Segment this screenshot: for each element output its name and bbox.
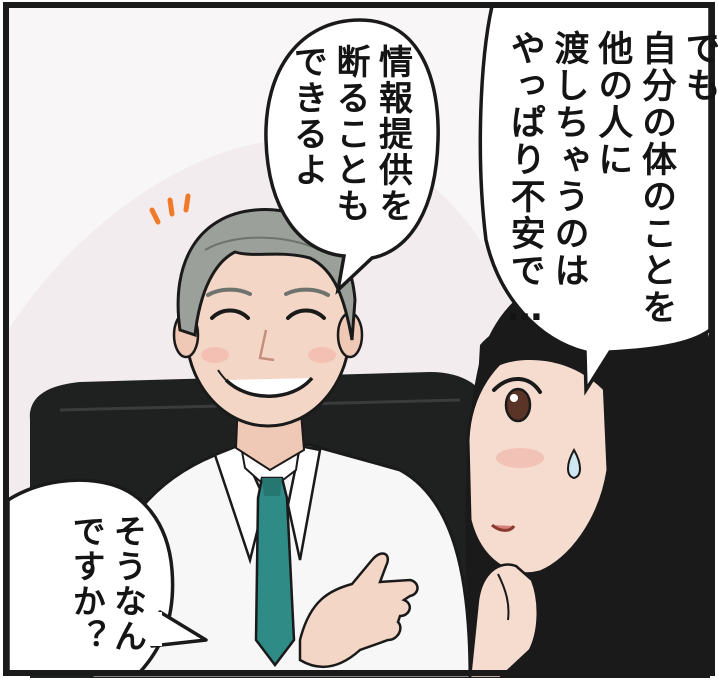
speech-text-doctor: 情報提供を 断ることも できるよ [287, 44, 413, 224]
doctor-hand [298, 552, 419, 668]
necktie [254, 476, 296, 668]
speech-bubble-doctor [264, 18, 440, 295]
woman-hand [468, 563, 540, 678]
sweat-drop-icon [567, 447, 581, 480]
emphasis-marks [149, 193, 191, 225]
speech-text-woman: でも 自分の体のことを 他の人に 渡しちゃうのは やっぱり不安で… [504, 30, 718, 331]
speech-bubble-woman [478, 4, 712, 396]
speech-text-reply: そうなん ですか？ [67, 514, 148, 654]
panel-border [3, 2, 715, 676]
